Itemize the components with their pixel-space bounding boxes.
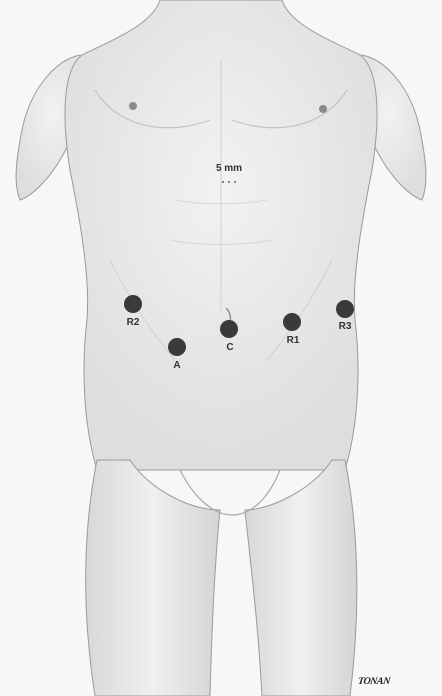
- port-label-r3: R3: [339, 322, 352, 332]
- artist-signature: TONAN: [357, 676, 390, 687]
- port-C: [220, 320, 238, 338]
- incision-label: 5 mm: [216, 163, 242, 174]
- port-label-r1: R1: [287, 336, 300, 346]
- port-A: [168, 338, 186, 356]
- port-R3: [336, 300, 354, 318]
- port-label-a: A: [173, 361, 180, 371]
- port-R2: [124, 295, 142, 313]
- left-nipple: [129, 102, 137, 110]
- incision-dot-3: [234, 181, 236, 183]
- right-leg: [245, 460, 357, 696]
- port-R1: [283, 313, 301, 331]
- incision-dot-1: [222, 181, 224, 183]
- port-label-r2: R2: [127, 318, 140, 328]
- left-leg: [86, 460, 220, 696]
- right-nipple: [319, 105, 327, 113]
- port-label-c: C: [226, 343, 233, 353]
- incision-dot-2: [228, 181, 230, 183]
